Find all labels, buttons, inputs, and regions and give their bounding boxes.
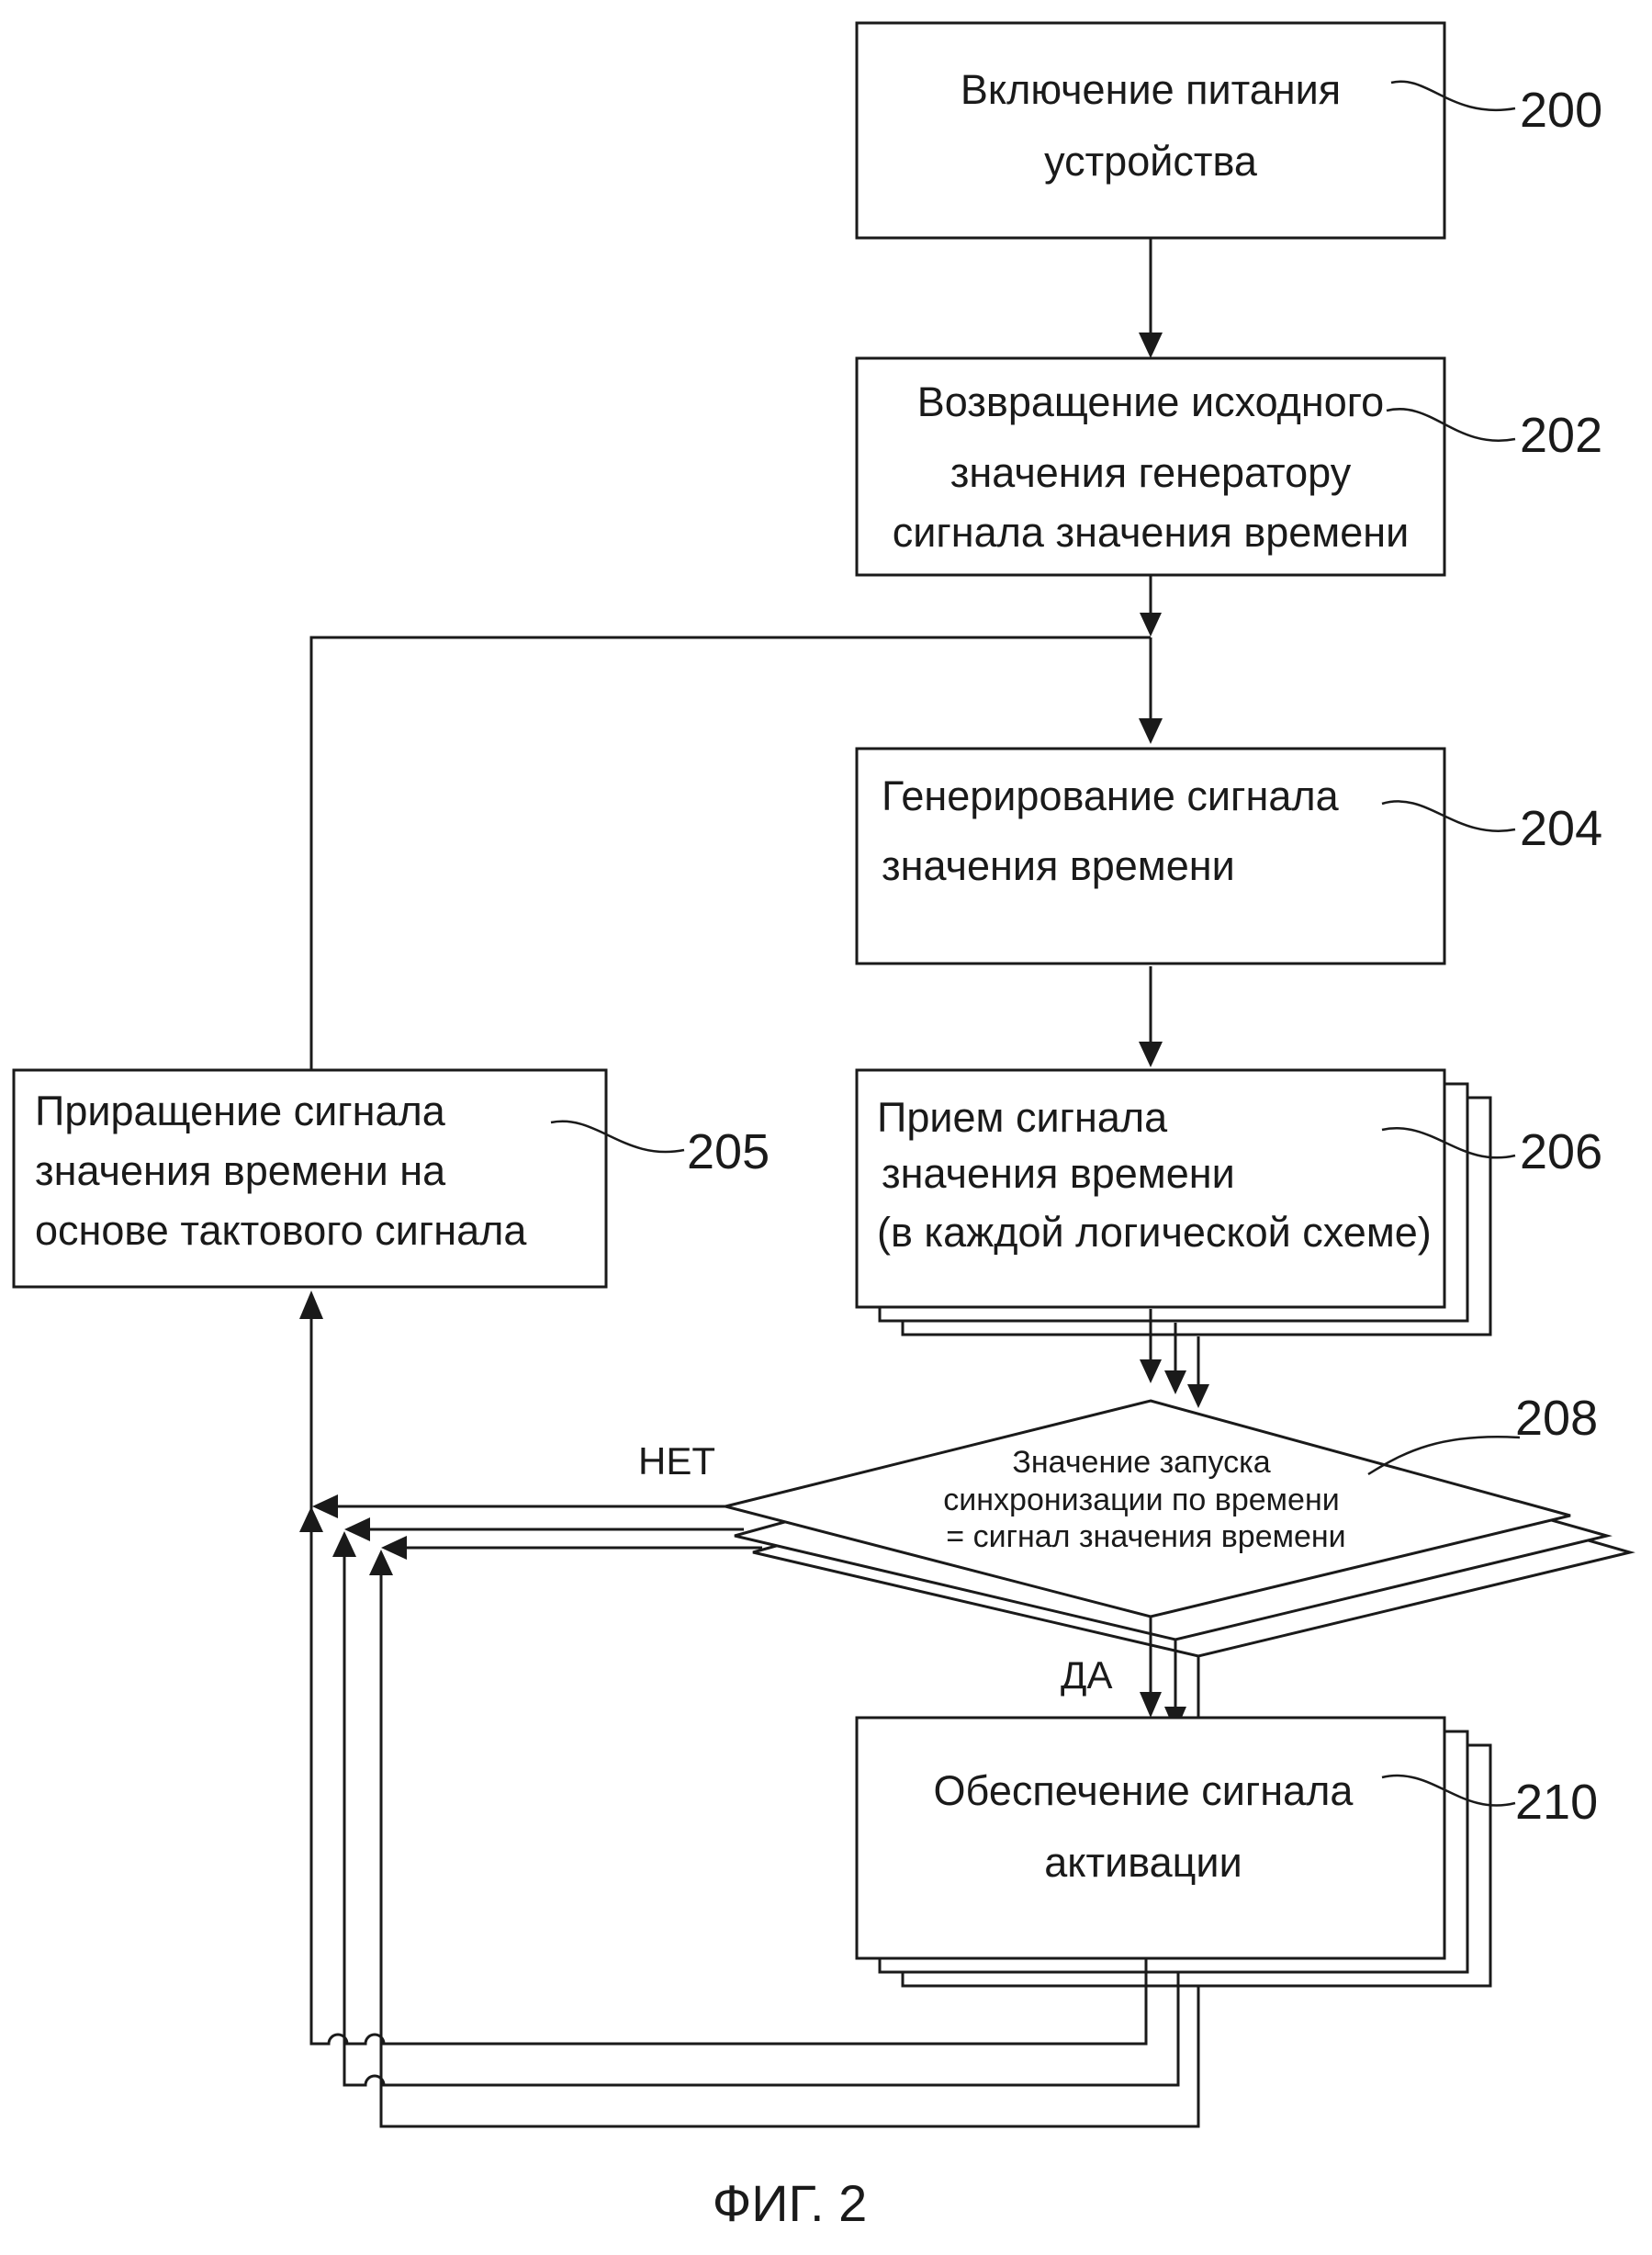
arrowhead-loop-a [299,1506,323,1532]
leader-204 [1381,800,1516,832]
step-205-box: Приращение сигнала значения времени на о… [12,1068,608,1289]
yes-arrowhead-a [1140,1692,1162,1718]
return-loop-b [343,1534,1180,2087]
arrowhead-204-206 [1139,1042,1163,1067]
step-202-line-2: значения генератору [950,449,1352,496]
step-204-line-1: Генерирование сигнала [882,772,1340,819]
leader-202 [1386,408,1516,442]
arrowhead-206-208-b [1164,1370,1186,1394]
step-206-line-3: (в каждой логической схеме) [877,1209,1432,1256]
step-202-line-3: сигнала значения времени [893,509,1409,556]
step-208-line-1: Значение запуска [1012,1445,1270,1480]
arrowhead-loop-c [369,1550,393,1575]
arrowhead-206-208-a [1140,1359,1162,1383]
return-loop-c [379,1552,1200,2128]
step-204-box: Генерирование сигнала значения времени [855,747,1446,965]
leader-200 [1390,80,1516,111]
step-200-line-2: устройства [1044,138,1258,185]
yes-label: ДА [1061,1653,1112,1697]
arrowhead-202-junction [1140,613,1162,637]
arrowhead-206-208-c [1187,1384,1209,1408]
ref-208: 208 [1515,1391,1598,1446]
step-204-line-2: значения времени [882,842,1235,889]
no-arrowhead-a [312,1494,338,1518]
leader-205 [550,1120,685,1154]
ref-210: 210 [1515,1775,1598,1830]
arrowhead-200-202 [1139,333,1163,358]
step-210-line-2: активации [1044,1839,1242,1886]
step-208-decision: Значение запуска синхронизации по времен… [725,1399,1571,1618]
step-208-line-3: = сигнал значения времени [946,1519,1345,1554]
ref-206: 206 [1520,1124,1602,1179]
leader-206 [1381,1127,1516,1159]
ref-204: 204 [1520,801,1602,856]
no-arrowhead-c [381,1536,407,1560]
figure-caption: ФИГ. 2 [713,2174,868,2232]
feedback-line-205 [309,636,1151,1070]
ref-202: 202 [1520,408,1602,463]
no-arrowhead-b [344,1517,370,1541]
step-205-line-1: Приращение сигнала [35,1088,446,1134]
step-208-line-2: синхронизации по времени [943,1483,1339,1517]
step-205-line-3: основе тактового сигнала [35,1207,527,1254]
step-206-line-1: Прием сигнала [877,1094,1168,1141]
ref-205: 205 [687,1124,770,1179]
step-200-box: Включение питания устройства [855,21,1446,240]
step-210-box: Обеспечение сигнала активации [855,1716,1446,1960]
arrowhead-into-205 [299,1291,323,1319]
step-206-line-2: значения времени [882,1150,1235,1197]
ref-200: 200 [1520,83,1602,138]
leader-210 [1381,1774,1516,1807]
leader-208 [1367,1436,1521,1476]
step-205-line-2: значения времени на [35,1147,446,1194]
step-202-box: Возвращение исходного значения генератор… [855,356,1446,577]
step-210-line-1: Обеспечение сигнала [934,1767,1354,1814]
no-label: НЕТ [638,1439,715,1483]
step-200-line-1: Включение питания [961,66,1341,113]
arrowhead-junction-204 [1139,718,1163,744]
step-202-line-1: Возвращение исходного [917,378,1384,425]
arrowhead-loop-b [332,1531,356,1557]
step-206-box: Прием сигнала значения времени (в каждой… [855,1068,1446,1309]
